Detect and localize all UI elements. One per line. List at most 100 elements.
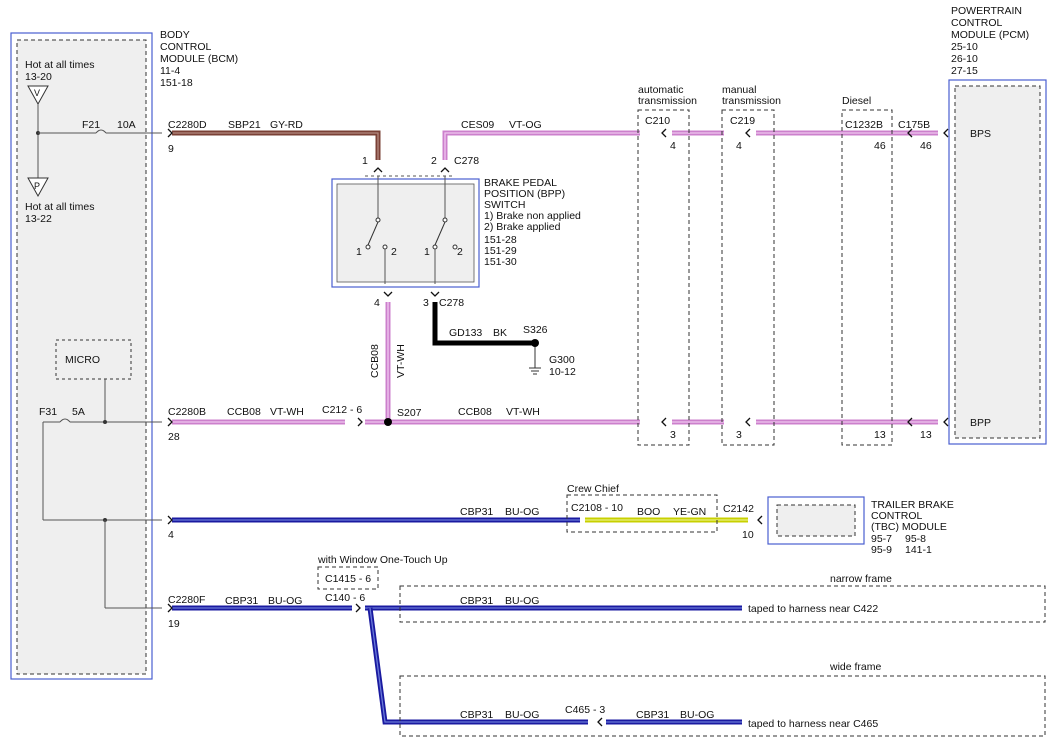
- auto-trans-box: [637, 109, 690, 446]
- connector-arrows: [167, 128, 949, 727]
- c278-pin4-arrow: [383, 291, 393, 297]
- tbc-title-1: TRAILER BRAKE: [871, 499, 954, 511]
- wire-vt-og: [442, 130, 938, 160]
- tbc-module: [767, 496, 865, 545]
- bcm-internal-circuit: V P: [27, 85, 162, 609]
- bpp-contact-1b: 1: [424, 246, 430, 258]
- wire-ccb08-vert: CCB08: [369, 344, 381, 378]
- c2280b-label: C2280B: [168, 406, 206, 418]
- bpp-ref-1: 151-28: [484, 234, 517, 246]
- diesel-box: [841, 109, 893, 446]
- bcm-ref-2: 151-18: [160, 77, 193, 89]
- pcm-title-1: POWERTRAIN: [951, 5, 1022, 17]
- wire-ccb08-b1: CCB08: [227, 406, 261, 418]
- bpp-ref-3: 151-30: [484, 256, 517, 268]
- c1232b-pin2: 13: [874, 429, 886, 441]
- wire-bu-og-wide: [367, 607, 742, 725]
- auto-trans-label-1: automatic: [638, 84, 684, 96]
- c1232b-arrow-top: [907, 128, 913, 138]
- fuse-f21-amp: 10A: [117, 119, 136, 131]
- c219-pin1: 4: [736, 140, 742, 152]
- wire-vt-og-stripe: [444, 132, 938, 160]
- option-boxes: [317, 109, 1046, 737]
- c2280f-label: C2280F: [168, 594, 205, 606]
- wire-ces09: CES09: [461, 119, 494, 131]
- pcm-title-2: CONTROL: [951, 17, 1002, 29]
- pcm-ref-3: 27-15: [951, 65, 978, 77]
- c219-label: C219: [730, 115, 755, 127]
- tbc-labels: TRAILER BRAKE CONTROL (TBC) MODULE 95-7 …: [871, 499, 954, 556]
- bcm-labels: BODY CONTROL MODULE (BCM) 11-4 151-18 Ho…: [25, 29, 238, 418]
- auto-trans-label-2: transmission: [638, 95, 697, 107]
- c219-pin2: 3: [736, 429, 742, 441]
- tbc-title-2: CONTROL: [871, 510, 922, 522]
- c1415-label: C1415 - 6: [325, 573, 371, 585]
- bpp-contact-2b: 2: [457, 246, 463, 258]
- manual-trans-label-1: manual: [722, 84, 756, 96]
- wire-bu-og-wide2: BU-OG: [680, 709, 714, 721]
- c278-top-label: C278: [454, 155, 479, 167]
- c278-pin1-arrow: [373, 167, 383, 173]
- c278-bottom-pin3: 3: [423, 297, 429, 309]
- p-symbol: P: [34, 181, 40, 191]
- c175b-pin1: 46: [920, 140, 932, 152]
- fuse-f31-id: F31: [39, 406, 57, 418]
- wide-frame-box: [399, 675, 1046, 737]
- c2142-label: C2142: [723, 503, 754, 515]
- option-labels: automatic transmission manual transmissi…: [317, 84, 892, 673]
- c210-pin1: 4: [670, 140, 676, 152]
- c175b-arrow-bot: [943, 417, 949, 427]
- c1415-box: [317, 566, 379, 590]
- bcm-title-2: CONTROL: [160, 41, 211, 53]
- wire-cbp31-tbc: CBP31: [460, 506, 493, 518]
- c278-pin3-arrow: [430, 291, 440, 297]
- c278-top-pin2: 2: [431, 155, 437, 167]
- bcm-ref-1: 11-4: [160, 65, 180, 77]
- bpp-contact-2a: 2: [391, 246, 397, 258]
- tbc-ref-3: 95-9: [871, 544, 892, 556]
- c212-label: C212 - 6: [322, 404, 362, 416]
- c140-label: C140 - 6: [325, 592, 365, 604]
- c2142-arrow: [757, 515, 763, 525]
- wire-cbp31-f: CBP31: [225, 595, 258, 607]
- c210-pin2: 3: [670, 429, 676, 441]
- wire-ye-gn: YE-GN: [673, 506, 706, 518]
- micro-box: [55, 339, 132, 380]
- narrow-frame-box: [399, 585, 1046, 623]
- wire-bu-og-tbc: BU-OG: [505, 506, 539, 518]
- c278-bottom-label: C278: [439, 297, 464, 309]
- wire-ccb08-b2: CCB08: [458, 406, 492, 418]
- c175b-arrow-top: [943, 128, 949, 138]
- c210-label: C210: [645, 115, 670, 127]
- wire-bu-og-wide1: BU-OG: [505, 709, 539, 721]
- bpp-state-1: 1) Brake non applied: [484, 210, 581, 222]
- wire-cbp31-wide2: CBP31: [636, 709, 669, 721]
- wire-cbp31-narrow: CBP31: [460, 595, 493, 607]
- micro-label: MICRO: [65, 354, 100, 366]
- bcm-title-1: BODY: [160, 29, 190, 41]
- ground-g300: [529, 344, 541, 375]
- bpp-state-2: 2) Brake applied: [484, 221, 561, 233]
- c465-label: C465 - 3: [565, 704, 605, 716]
- c140-arrow: [355, 603, 361, 613]
- pcm-ref-2: 26-10: [951, 53, 978, 65]
- fuse-f21-id: F21: [82, 119, 100, 131]
- hot-bottom-ref: 13-22: [25, 213, 52, 225]
- c210-arrow-bot: [661, 417, 667, 427]
- c1232b-arrow-bot: [907, 417, 913, 427]
- c278-pin2-arrow: [440, 167, 450, 173]
- wire-bu-og-narrow: BU-OG: [505, 595, 539, 607]
- c219-arrow-top: [745, 128, 751, 138]
- bcm-tbc-pin: 4: [168, 529, 174, 541]
- pcm-ref-1: 25-10: [951, 41, 978, 53]
- taped-c422-label: taped to harness near C422: [748, 603, 878, 615]
- manual-trans-label-2: transmission: [722, 95, 781, 107]
- window-touch-label: with Window One-Touch Up: [317, 554, 448, 566]
- pcm-title-3: MODULE (PCM): [951, 29, 1029, 41]
- wire-gy-rd: [172, 130, 381, 160]
- pcm-pin-bpp: BPP: [970, 417, 991, 429]
- tbc-ref-4: 141-1: [905, 544, 932, 556]
- fuse-f31-amp: 5A: [72, 406, 85, 418]
- g300-ref: 10-12: [549, 366, 576, 378]
- c2280b-arrow: [167, 417, 173, 427]
